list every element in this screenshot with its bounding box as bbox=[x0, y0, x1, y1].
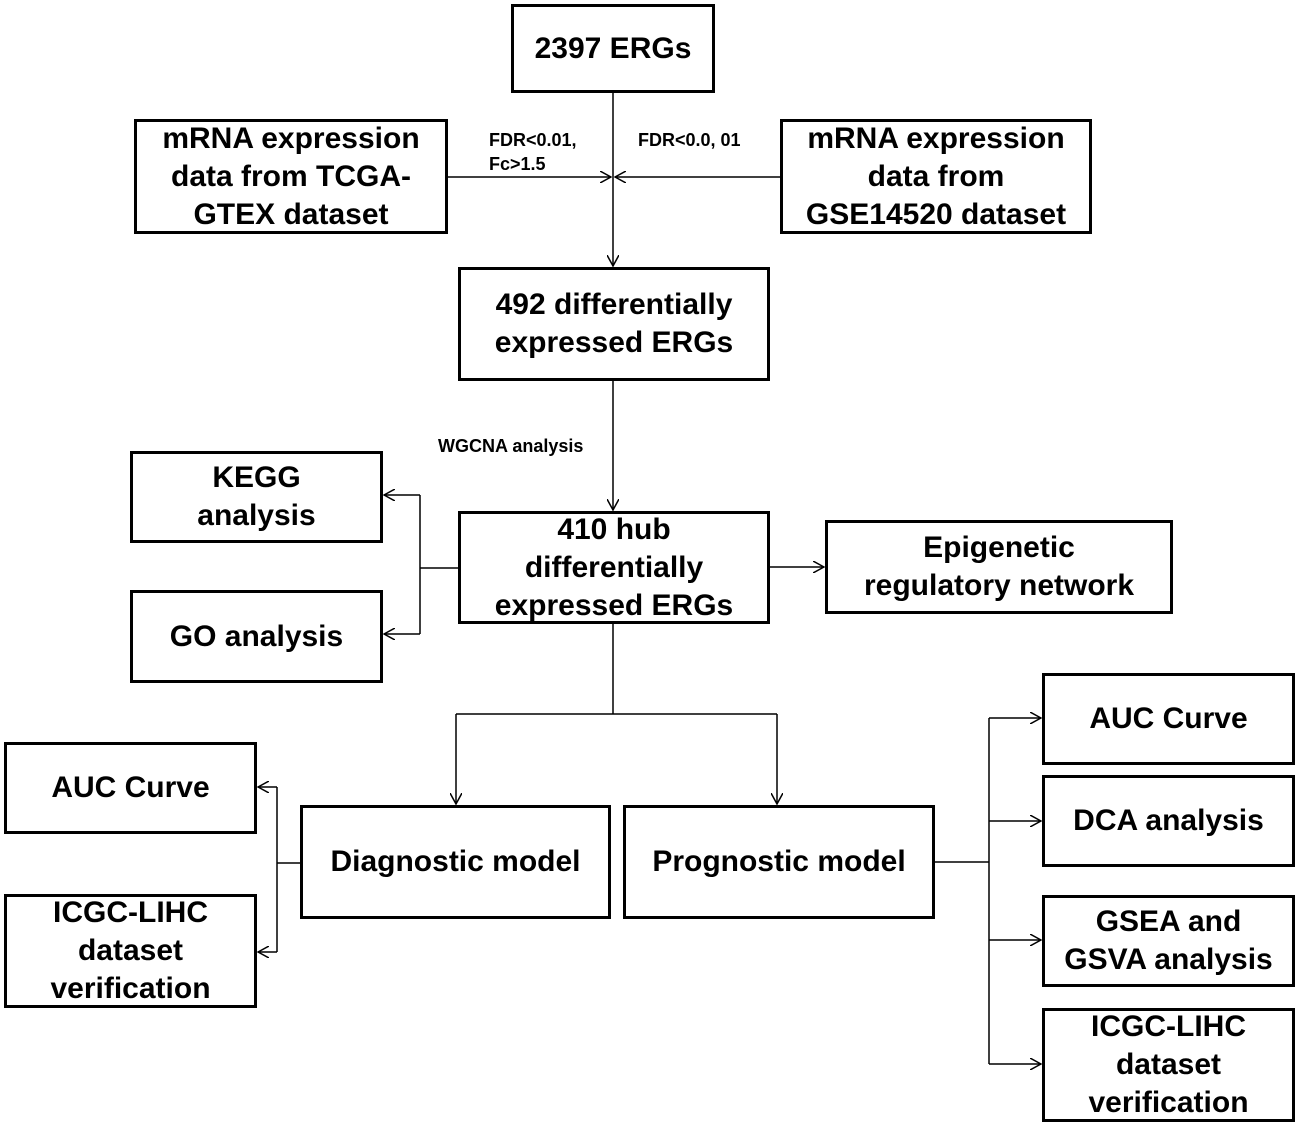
node-tcga-gtex-data: mRNA expression data from TCGA- GTEX dat… bbox=[134, 119, 448, 234]
node-go-analysis: GO analysis bbox=[130, 590, 383, 683]
node-gse14520-data: mRNA expression data from GSE14520 datas… bbox=[780, 119, 1092, 234]
node-diag-auc-curve: AUC Curve bbox=[4, 742, 257, 834]
node-2397-ergs: 2397 ERGs bbox=[511, 4, 715, 93]
node-epigenetic-network: Epigenetic regulatory network bbox=[825, 520, 1173, 614]
label-wgcna-analysis: WGCNA analysis bbox=[438, 436, 584, 456]
label-gse-filter: FDR<0.0, 01 bbox=[638, 130, 741, 150]
node-prog-icgc-lihc: ICGC-LIHC dataset verification bbox=[1042, 1008, 1295, 1122]
node-492-deg-ergs: 492 differentially expressed ERGs bbox=[458, 267, 770, 381]
node-diag-icgc-lihc: ICGC-LIHC dataset verification bbox=[4, 894, 257, 1008]
node-410-hub-ergs: 410 hub differentially expressed ERGs bbox=[458, 511, 770, 624]
node-prognostic-model: Prognostic model bbox=[623, 805, 935, 919]
node-prog-gsea-gsva: GSEA and GSVA analysis bbox=[1042, 895, 1295, 987]
label-tcga-filter: FDR<0.01, Fc>1.5 bbox=[489, 130, 577, 174]
node-diagnostic-model: Diagnostic model bbox=[300, 805, 611, 919]
node-prog-auc-curve: AUC Curve bbox=[1042, 673, 1295, 765]
node-prog-dca-analysis: DCA analysis bbox=[1042, 775, 1295, 867]
node-kegg-analysis: KEGG analysis bbox=[130, 451, 383, 543]
